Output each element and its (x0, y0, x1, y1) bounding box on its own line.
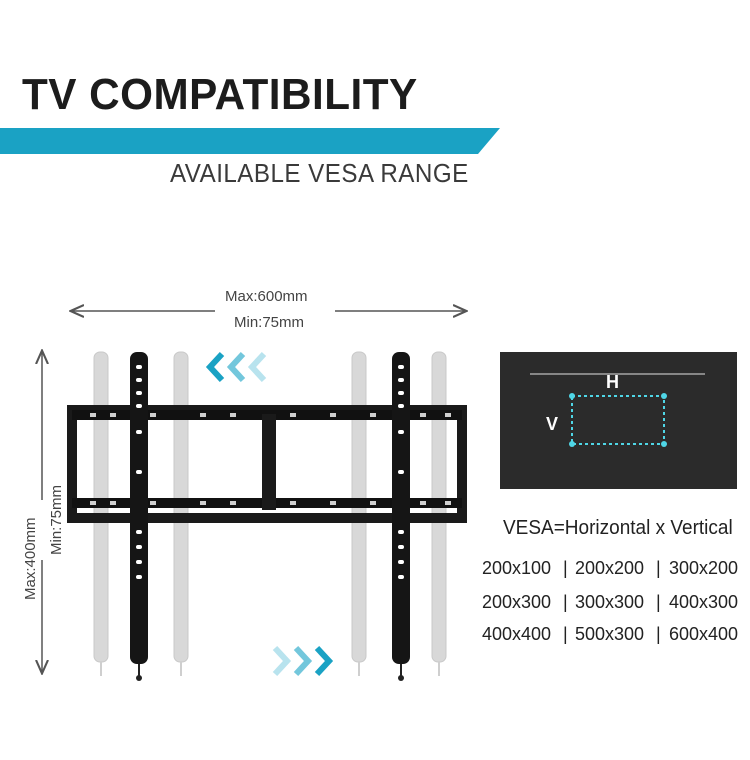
vesa-size: 200x100 (482, 558, 552, 578)
vesa-size: 600x400 (669, 624, 739, 644)
vertical-labels: Max:400mm (22, 517, 42, 760)
vesa-size: 300x300 (575, 592, 645, 612)
separator: | (656, 558, 661, 578)
page-subtitle: AVAILABLE VESA RANGE (170, 158, 469, 188)
separator: | (656, 592, 661, 612)
vesa-v-label: V (546, 414, 559, 434)
vesa-equation: VESA=Horizontal x Vertical (503, 517, 733, 539)
vertical-max-label: Max:400mm (22, 517, 39, 600)
wall-plate (67, 405, 467, 523)
separator: | (563, 624, 568, 644)
vesa-size: 300x200 (669, 558, 739, 578)
vesa-size: 200x200 (575, 558, 645, 578)
horizontal-max-label: Max:600mm (225, 288, 308, 305)
chevron-left-triple-icon (205, 351, 267, 383)
accent-banner (0, 128, 500, 154)
horizontal-min-label: Min:75mm (234, 314, 305, 331)
vertical-min-label: Min:75mm (48, 484, 65, 555)
chevron-right-triple-icon (272, 645, 334, 677)
arm-left (130, 352, 148, 681)
vesa-pattern-illustration (500, 352, 737, 489)
vesa-size: 200x300 (482, 592, 552, 612)
vesa-size: 400x300 (669, 592, 739, 612)
arm-right (392, 352, 410, 681)
vesa-h-label: H (606, 372, 619, 392)
vesa-size: 400x400 (482, 624, 552, 644)
separator: | (656, 624, 661, 644)
separator: | (563, 558, 568, 578)
separator: | (563, 592, 568, 612)
page-title: TV COMPATIBILITY (22, 70, 418, 119)
vertical-labels-min: Min:75mm (48, 485, 68, 675)
vesa-size: 500x300 (575, 624, 645, 644)
